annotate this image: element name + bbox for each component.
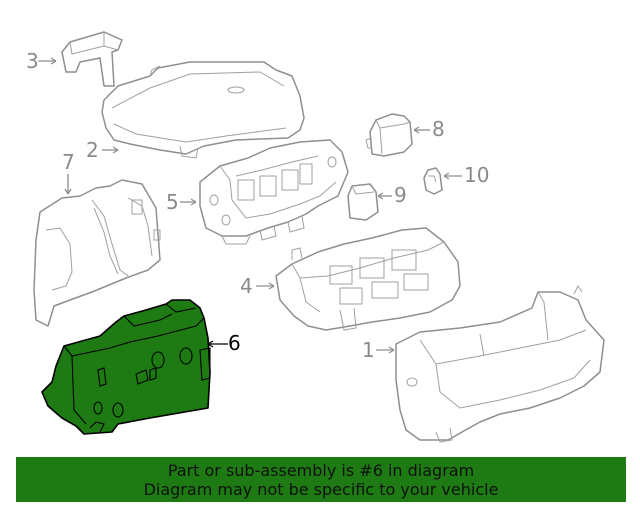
part-7-bracket[interactable]: [33, 179, 161, 327]
info-banner: Part or sub-assembly is #6 in diagram Di…: [16, 457, 626, 502]
part-9-block[interactable]: [347, 183, 379, 221]
part-3-bracket[interactable]: [61, 31, 123, 87]
part-6-module[interactable]: [41, 299, 211, 435]
part-8-relay[interactable]: [365, 113, 413, 157]
callout-3[interactable]: 3: [26, 49, 39, 73]
callout-9[interactable]: 9: [394, 183, 407, 207]
parts-diagram: [33, 31, 605, 443]
part-5-fuse-block[interactable]: [199, 139, 349, 245]
callout-5[interactable]: 5: [166, 190, 179, 214]
part-10-fuse[interactable]: [423, 167, 443, 195]
callout-6[interactable]: 6: [228, 331, 241, 355]
callout-2[interactable]: 2: [86, 138, 99, 162]
part-1-lower-box[interactable]: [395, 285, 605, 443]
callout-7[interactable]: 7: [62, 150, 75, 174]
callout-10[interactable]: 10: [464, 163, 490, 187]
part-4-carrier[interactable]: [275, 227, 461, 331]
callout-1[interactable]: 1: [362, 338, 375, 362]
leader-lines: [38, 57, 462, 354]
callout-8[interactable]: 8: [432, 117, 445, 141]
callout-4[interactable]: 4: [240, 274, 253, 298]
part-2-cover[interactable]: [101, 61, 305, 159]
banner-line-2: Diagram may not be specific to your vehi…: [143, 480, 499, 499]
banner-line-1: Part or sub-assembly is #6 in diagram: [167, 461, 475, 480]
